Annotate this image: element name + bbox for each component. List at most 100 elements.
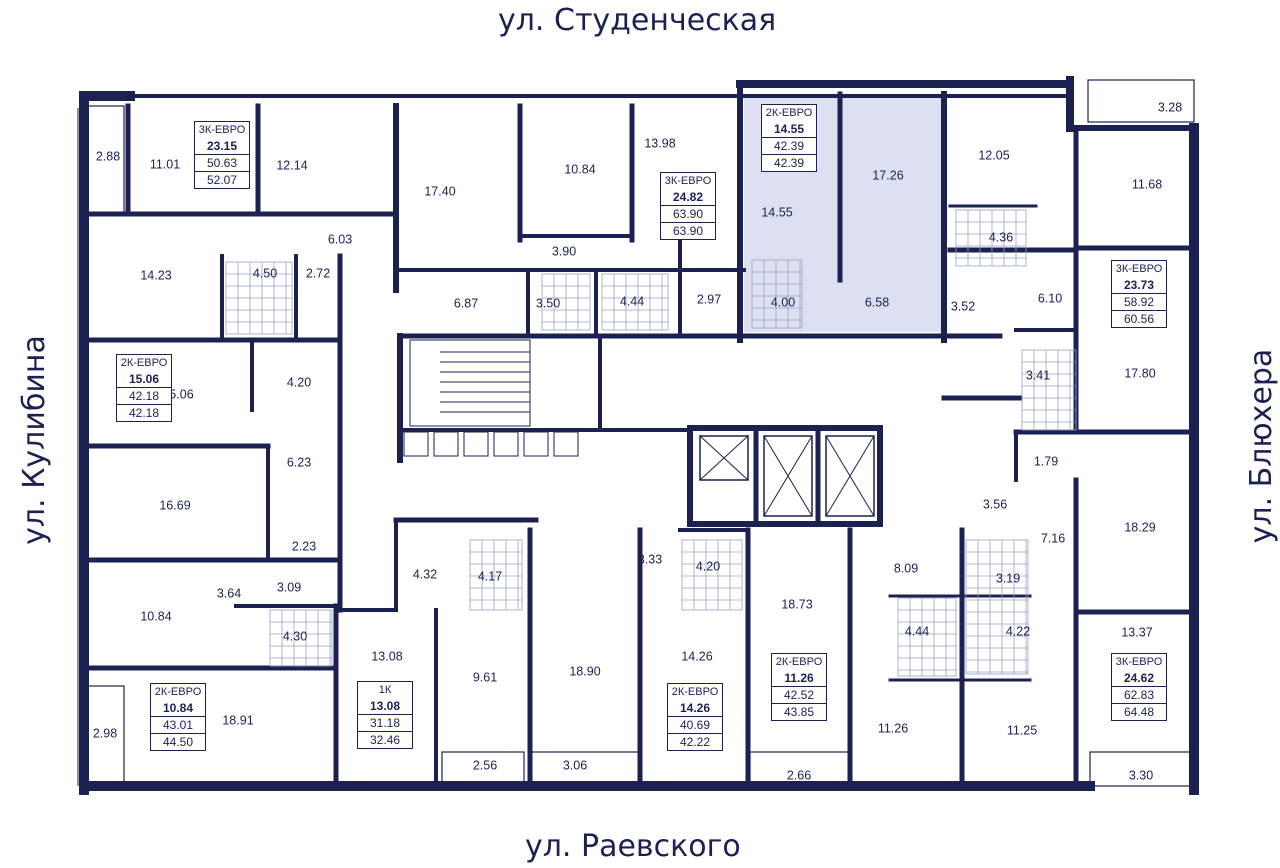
apartment-type: 2К-ЕВРО	[775, 656, 823, 668]
room-area-label: 10.84	[564, 162, 595, 176]
room-area-label: 3.56	[983, 497, 1007, 511]
stairs	[403, 339, 579, 457]
room-area-label: 3.09	[277, 580, 301, 594]
apartment-living: 23.73	[1123, 278, 1155, 292]
apartment-total-balcony: 64.48	[1112, 703, 1166, 720]
room-area-label: 4.44	[905, 624, 929, 638]
room-area-label: 2.66	[787, 768, 811, 782]
elevators	[699, 435, 875, 517]
apartment-total: 40.69	[668, 716, 722, 733]
street-label-bottom: ул. Раевского	[525, 829, 741, 864]
room-area-label: 18.90	[569, 664, 600, 678]
room-area-label: 6.03	[328, 232, 352, 246]
walls	[79, 76, 1199, 795]
apartment-type: 2К-ЕВРО	[765, 107, 813, 119]
room-area-label: 2.97	[697, 292, 721, 306]
room-area-label: 3.41	[1026, 368, 1050, 382]
apartment-living: 14.26	[679, 701, 711, 715]
room-area-label: 17.40	[424, 184, 455, 198]
room-area-label: 18.29	[1124, 520, 1155, 534]
apartment-type: 2К-ЕВРО	[120, 357, 168, 369]
room-area-label: 18.91	[222, 713, 253, 727]
room-area-label: 7.16	[1041, 531, 1065, 545]
apartment-living: 14.55	[773, 122, 805, 136]
apartment-total-balcony: 44.50	[151, 733, 205, 750]
room-area-label: 2.88	[96, 149, 120, 163]
room-area-label: 4.30	[283, 629, 307, 643]
apartment-type: 3К-ЕВРО	[1115, 656, 1163, 668]
room-area-label: 17.80	[1124, 366, 1155, 380]
room-area-label: 2.56	[473, 758, 497, 772]
apartment-total-balcony: 42.39	[762, 154, 816, 171]
room-area-label: 3.33	[638, 552, 662, 566]
apartment-total: 43.01	[151, 716, 205, 733]
room-area-label: 11.26	[878, 721, 908, 735]
room-area-label: 2.23	[292, 539, 316, 553]
apartment-total-balcony: 42.22	[668, 733, 722, 750]
room-area-label: 6.23	[287, 455, 311, 469]
room-area-label: 1.79	[1034, 454, 1058, 468]
room-area-label: 11.68	[1132, 177, 1162, 191]
apartment-total-balcony: 43.85	[772, 703, 826, 720]
room-area-label: 4.20	[287, 375, 311, 389]
room-area-label: 4.00	[771, 295, 795, 309]
room-area-label: 6.87	[454, 296, 478, 310]
room-area-label: 3.90	[552, 244, 576, 258]
apartment-type: 3К-ЕВРО	[198, 124, 246, 136]
room-area-label: 3.28	[1158, 100, 1182, 114]
room-area-label: 3.06	[563, 758, 587, 772]
room-area-label: 10.84	[140, 609, 171, 623]
room-area-label: 2.72	[306, 266, 330, 280]
apartment-living: 24.62	[1123, 671, 1155, 685]
apartment-type: 3К-ЕВРО	[1115, 263, 1163, 275]
room-area-label: 16.69	[159, 498, 190, 512]
apartment-total: 31.18	[358, 714, 412, 731]
apartment-total-balcony: 42.18	[117, 404, 171, 421]
room-area-label: 14.23	[140, 268, 171, 282]
apartment-type: 1К	[378, 684, 392, 696]
room-area-label: 3.64	[217, 586, 241, 600]
apartment-total-balcony: 60.56	[1112, 310, 1166, 327]
apartment-living: 24.82	[672, 190, 704, 204]
selected-apartment-highlight[interactable]	[744, 94, 944, 332]
room-area-label: 2.98	[93, 726, 117, 740]
room-area-label: 4.22	[1006, 624, 1030, 638]
apartment-living: 15.06	[128, 372, 160, 386]
apartment-total-balcony: 63.90	[661, 222, 715, 239]
room-area-label: 9.61	[473, 670, 497, 684]
room-area-label: 3.30	[1129, 768, 1153, 782]
apartment-total: 42.52	[772, 686, 826, 703]
apartment-living: 23.15	[206, 139, 238, 153]
room-area-label: 6.58	[865, 295, 889, 309]
room-area-label: 3.19	[996, 571, 1020, 585]
room-area-label: 11.01	[150, 157, 180, 171]
apartment-type: 2К-ЕВРО	[154, 686, 202, 698]
room-area-label: 4.36	[989, 230, 1013, 244]
room-area-label: 3.50	[536, 296, 560, 310]
apartment-total: 50.63	[195, 154, 249, 171]
room-area-label: 4.20	[696, 559, 720, 573]
apartment-total: 42.18	[117, 387, 171, 404]
apartment-type: 3К-ЕВРО	[664, 175, 712, 187]
apartment-total: 42.39	[762, 137, 816, 154]
room-area-label: 11.25	[1007, 723, 1037, 737]
apartment-living: 11.26	[784, 671, 814, 685]
room-area-label: 14.55	[761, 205, 792, 219]
room-area-label: 4.50	[253, 266, 277, 280]
room-area-label: 4.44	[620, 294, 644, 308]
room-area-label: 13.08	[371, 649, 402, 663]
street-label-top: ул. Студенческая	[498, 3, 777, 38]
room-area-label: 13.37	[1121, 625, 1152, 639]
